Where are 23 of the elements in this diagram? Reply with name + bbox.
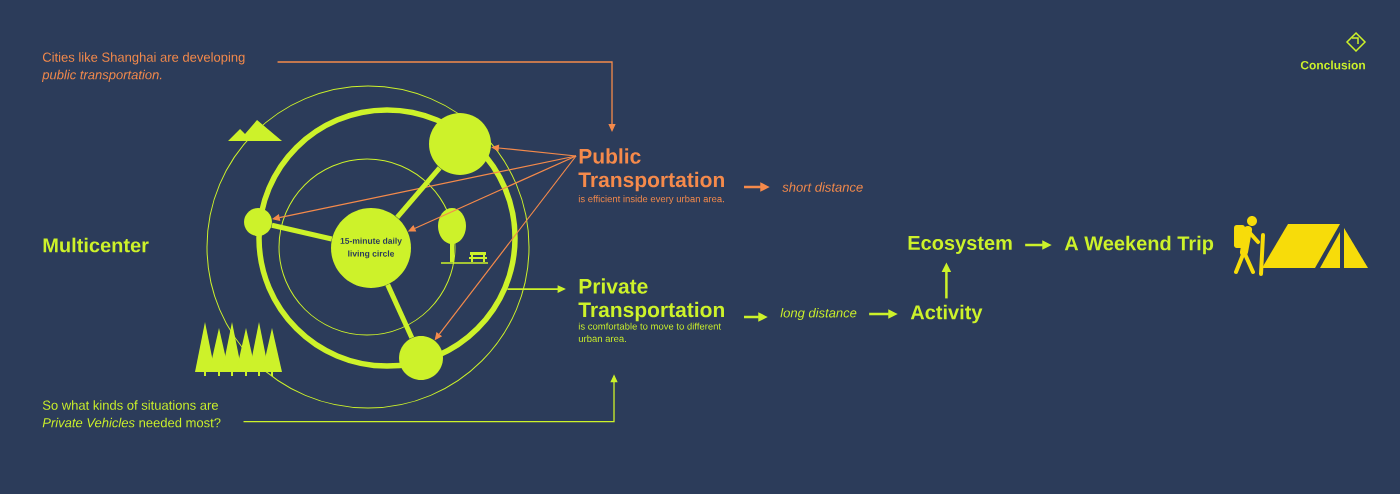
- step-label: Activity: [910, 304, 983, 324]
- heading: Public Transportation: [578, 148, 724, 192]
- arrow-label: short distance: [782, 182, 863, 192]
- description-text: is comfortable to move to different urban area.: [578, 322, 721, 342]
- label: Multicenter: [43, 237, 149, 253]
- circle: [399, 336, 443, 380]
- connector-line: [271, 222, 333, 242]
- circle: [244, 208, 272, 236]
- step-label: A Weekend Trip: [1064, 235, 1214, 255]
- circle-label: 15-minute daily living circle: [340, 237, 402, 259]
- connector-line: [385, 283, 415, 339]
- description-text: is efficient inside every urban area.: [578, 195, 724, 205]
- note-text: Cities like Shanghai are developing public transportation.: [41, 52, 245, 82]
- step-label: Ecosystem: [908, 236, 1012, 254]
- arrow: [272, 155, 577, 221]
- arrow: [276, 61, 616, 132]
- note-text: So what kinds of situations are Private Vehicles needed most?: [42, 400, 221, 428]
- arrow-label: long distance: [780, 307, 857, 321]
- connector-line: [395, 166, 442, 220]
- heading: Private Transportation: [578, 278, 724, 322]
- label: Conclusion: [1300, 60, 1365, 70]
- circle: [429, 113, 491, 175]
- circle: [331, 208, 411, 288]
